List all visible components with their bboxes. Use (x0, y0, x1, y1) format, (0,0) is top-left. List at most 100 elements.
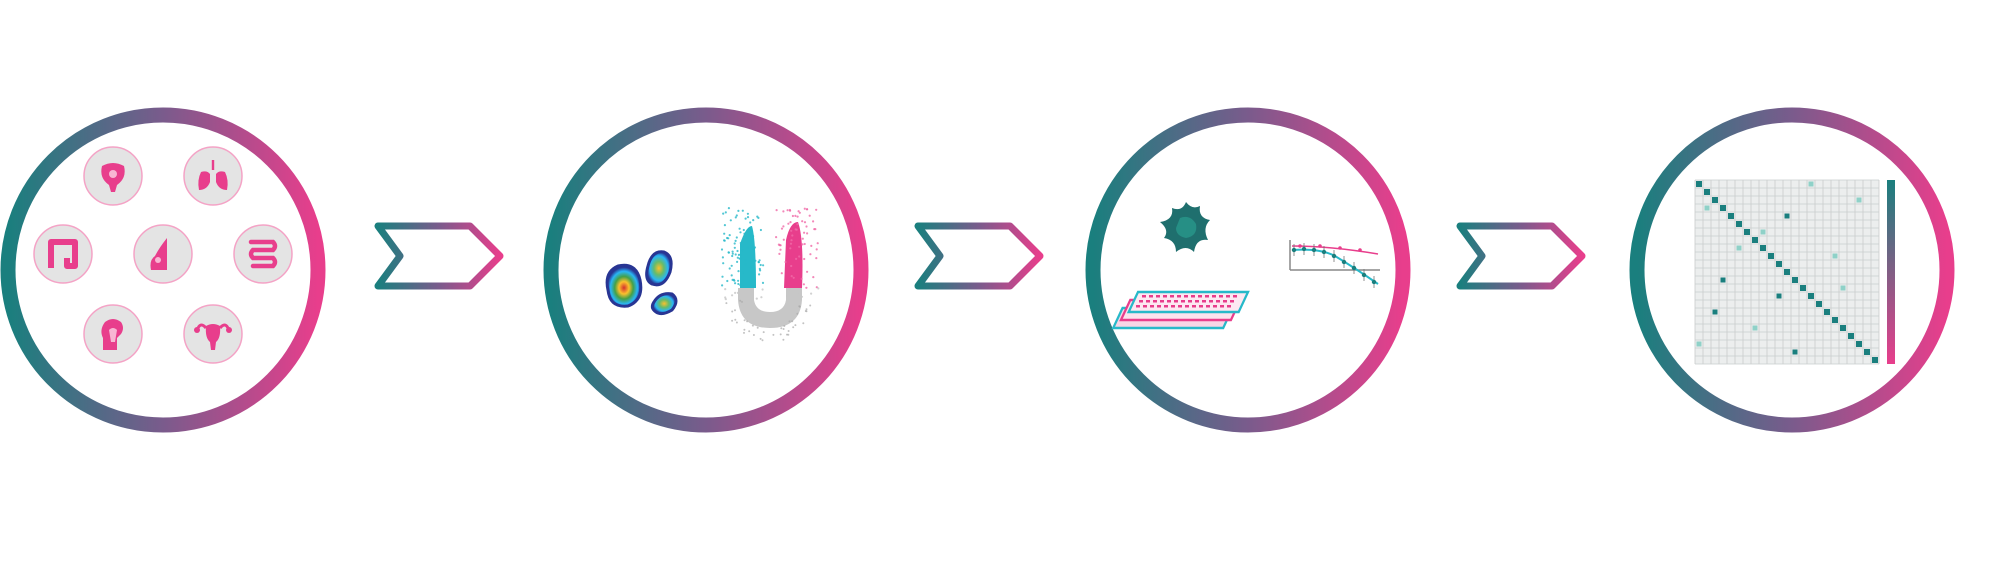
plate-well (1223, 300, 1227, 303)
scatter-dot (753, 246, 757, 249)
scatter-dot (803, 221, 807, 224)
scatter-dot (731, 310, 734, 313)
scatter-dot (789, 242, 793, 245)
plate-well (1181, 300, 1185, 303)
dose-point (1361, 272, 1367, 278)
scatter-dot (749, 266, 752, 269)
scatter-dot (734, 216, 737, 219)
scatter-dot (805, 225, 808, 228)
scatter-dot (798, 245, 801, 248)
scatter-dot (759, 337, 762, 340)
scatter-dot (805, 208, 809, 211)
scatter-dot (720, 248, 724, 251)
scatter-dot (789, 247, 792, 250)
scatter-dot (738, 227, 741, 230)
head-neck-icon (83, 304, 143, 364)
scatter-dot (743, 328, 746, 331)
plate-well (1170, 295, 1174, 298)
scatter-dot (742, 228, 745, 232)
scatter-dot (790, 229, 793, 232)
scatter-dot (735, 236, 738, 239)
matrix-cell (1840, 325, 1846, 331)
plate-well (1167, 300, 1171, 303)
scatter-dot (758, 273, 761, 276)
scatter-dot (789, 209, 792, 212)
scatter-dot (751, 285, 754, 288)
plate-well (1227, 305, 1231, 308)
scatter-dot (759, 269, 762, 272)
scatter-dot (744, 259, 747, 262)
chevron-arrow-icon (1456, 222, 1586, 290)
scatter-dot (801, 243, 804, 246)
scatter-dot (775, 209, 778, 212)
scatter-dot (814, 228, 817, 231)
scatter-dot (755, 297, 758, 300)
scatter-dot (802, 322, 805, 325)
breast-tissue-icon (133, 224, 193, 284)
scatter-dot (733, 242, 736, 245)
matrix-cell (1736, 245, 1742, 251)
scatter-dot (780, 272, 783, 275)
scatter-dot (739, 253, 742, 256)
scatter-dot (784, 260, 787, 264)
plate-well (1233, 295, 1237, 298)
scatter-dot (721, 256, 725, 259)
scatter-dot (787, 222, 790, 225)
scatter-dot (724, 296, 727, 299)
plate-well (1230, 300, 1234, 303)
scatter-dot (734, 309, 736, 312)
scatter-dot (783, 325, 786, 327)
scatter-dot (743, 232, 746, 235)
matrix-cell (1808, 181, 1814, 187)
scatter-dot (775, 236, 778, 239)
scatter-dot (761, 281, 765, 284)
dose-point (1358, 248, 1362, 252)
dose-point (1318, 244, 1322, 248)
scatter-dot (752, 219, 755, 222)
scatter-dot (812, 276, 815, 279)
scatter-dot (792, 326, 795, 329)
scatter-dot (724, 288, 727, 291)
scatter-dot (806, 270, 809, 273)
stage-ring (543, 107, 869, 433)
scatter-dot (742, 288, 745, 291)
scatter-dot (800, 277, 803, 280)
scatter-dot (787, 330, 790, 332)
scatter-dot (798, 293, 801, 296)
scatter-dot (816, 242, 819, 245)
scatter-dot (805, 286, 808, 289)
scatter-dot (800, 295, 804, 298)
plate-well (1199, 305, 1203, 308)
matrix-cell (1848, 333, 1854, 339)
scatter-dot (790, 275, 793, 278)
scatter-dot (805, 310, 808, 313)
scatter-dot (736, 256, 739, 259)
matrix-cell (1864, 349, 1870, 355)
scatter-dot (803, 231, 806, 234)
scatter-dot (810, 292, 813, 295)
plate-well (1136, 305, 1140, 308)
scatter-dot (743, 331, 745, 334)
scatter-dot (777, 243, 781, 246)
scatter-dot (808, 214, 811, 217)
plate-well (1191, 295, 1195, 298)
scatter-dot (737, 270, 740, 273)
color-scale-bar (1887, 180, 1895, 364)
scatter-dot (810, 244, 813, 247)
plate-well (1164, 305, 1168, 308)
cell-model-icon (1160, 202, 1210, 252)
scatter-dot (741, 271, 745, 274)
scatter-dot (760, 296, 763, 299)
scatter-dot (746, 216, 750, 219)
scatter-dot (798, 255, 801, 258)
scatter-dot (723, 239, 726, 242)
scatter-dot (790, 264, 793, 268)
scatter-dot (761, 339, 764, 342)
scatter-dot (791, 214, 795, 218)
scatter-dot (791, 234, 794, 237)
scatter-dot (762, 331, 765, 334)
plate-well (1142, 295, 1146, 298)
scatter-dot (731, 294, 734, 297)
stage-ring (1629, 107, 1955, 433)
